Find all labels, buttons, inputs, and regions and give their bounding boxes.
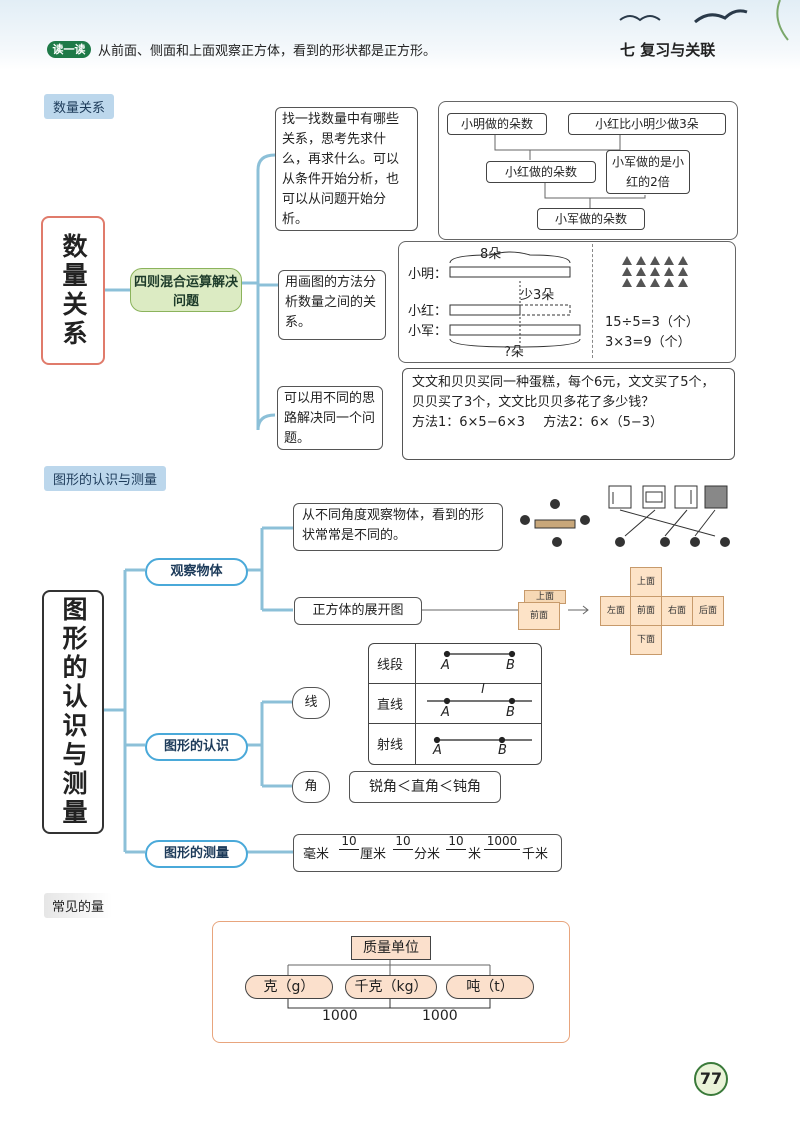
net-left: 左面	[600, 596, 632, 626]
rate-mm-cm: 10	[339, 834, 359, 850]
rate-dm-m: 10	[446, 834, 466, 850]
unit-m: 米	[468, 847, 482, 862]
line-table: 线段 直线 射线 A B l A B A B	[368, 643, 542, 765]
net-top: 上面	[630, 567, 662, 597]
unit-gram: 克（g）	[245, 975, 333, 999]
note-different-ways: 可以用不同的思路解决同一个问题。	[277, 386, 383, 450]
label-xiaohong: 小红：	[408, 304, 448, 319]
label-less-3: 少3朵	[520, 288, 555, 303]
net-front: 前面	[630, 596, 662, 626]
equation-2: 3×3=9（个）	[605, 335, 691, 350]
box-jun-count: 小军做的朵数	[537, 208, 645, 230]
rate-kg-t: 1000	[422, 1008, 458, 1024]
note-draw-diagram: 用画图的方法分析数量之间的关系。	[278, 270, 386, 340]
unit-ton: 吨（t）	[446, 975, 534, 999]
node-angle: 角	[292, 771, 330, 803]
label-xiaojun: 小军：	[408, 324, 448, 339]
flowchart-frame	[438, 101, 738, 240]
method-1: 方法1：6×5−6×3	[412, 415, 526, 430]
section-title-quantity: 数量关系	[41, 216, 105, 365]
angle-order: 锐角＜直角＜钝角	[349, 771, 501, 803]
unit-km: 千米	[522, 847, 549, 862]
section-tag-quantity: 数量关系	[44, 94, 115, 119]
read-badge: 读一读	[47, 41, 91, 58]
header-background	[0, 0, 800, 70]
section-tag-shapes: 图形的认识与测量	[44, 466, 167, 491]
cake-methods: 方法1：6×5−6×3 方法2：6×（5−3）	[412, 413, 725, 433]
row-segment-label: 线段	[377, 658, 404, 673]
note-find-relations: 找一找数量中有哪些关系，思考先求什么，再求什么。可以从条件开始分析，也可以从问题…	[275, 107, 418, 231]
mass-unit-frame	[212, 921, 570, 1043]
label-question-flowers: ?朵	[504, 345, 524, 360]
segment-point-b: B	[506, 658, 515, 673]
section-title-shapes: 图形的认识与测量	[42, 590, 104, 834]
box-hong-less: 小红比小明少做3朵	[568, 113, 726, 135]
node-mixed-operations: 四则混合运算解决问题	[130, 268, 242, 312]
node-observe: 观察物体	[145, 558, 248, 586]
unit-dm: 分米	[414, 847, 441, 862]
method-2: 方法2：6×（5−3）	[543, 415, 664, 430]
line-table-divider	[415, 644, 416, 764]
equation-1: 15÷5=3（个）	[605, 315, 699, 330]
line-table-rule	[369, 683, 541, 684]
node-line: 线	[292, 687, 330, 719]
observation-illustration	[520, 485, 730, 547]
line-point-a: A	[441, 705, 450, 720]
node-shape-recognition: 图形的认识	[145, 733, 248, 761]
cube-front-face: 前面	[518, 602, 560, 630]
chapter-title: 七 复习与关联	[620, 41, 716, 59]
unit-kilogram: 千克（kg）	[345, 975, 437, 999]
rate-g-kg: 1000	[322, 1008, 358, 1024]
box-ming-count: 小明做的朵数	[447, 113, 547, 135]
cube-figure: 上面 前面	[518, 590, 568, 630]
label-8-flowers: 8朵	[480, 247, 502, 262]
net-bottom: 下面	[630, 625, 662, 655]
segment-diagram	[449, 251, 581, 348]
read-tip: 从前面、侧面和上面观察正方体，看到的形状都是正方形。	[98, 44, 437, 59]
unit-mm: 毫米	[303, 847, 330, 862]
bird-decoration	[619, 0, 789, 41]
row-line-label: 直线	[377, 698, 404, 713]
net-back: 后面	[692, 596, 724, 626]
box-hong-count: 小红做的朵数	[486, 161, 596, 183]
page-number: 77	[694, 1062, 728, 1096]
segment-point-a: A	[441, 658, 450, 673]
note-observe-angles: 从不同角度观察物体，看到的形状常常是不同的。	[293, 503, 503, 551]
mass-unit-root: 质量单位	[351, 936, 431, 960]
box-jun-double: 小军做的是小红的2倍	[606, 150, 690, 194]
line-table-rule	[369, 723, 541, 724]
ray-point-a: A	[433, 743, 442, 758]
node-measurement: 图形的测量	[145, 840, 248, 868]
unit-cm: 厘米	[360, 847, 387, 862]
rate-cm-dm: 10	[393, 834, 413, 850]
cake-problem-box: 文文和贝贝买同一种蛋糕，每个6元，文文买了5个，贝贝买了3个，文文比贝贝多花了多…	[402, 368, 735, 460]
length-unit-chain: 毫米 10 厘米 10 分米 10 米 1000 千米	[293, 834, 562, 872]
diagram-frame	[398, 241, 736, 363]
cake-problem-text: 文文和贝贝买同一种蛋糕，每个6元，文文买了5个，贝贝买了3个，文文比贝贝多花了多…	[412, 375, 715, 410]
section-tag-quantities: 常见的量	[44, 893, 113, 918]
line-label-l: l	[481, 682, 485, 697]
line-figures	[427, 650, 532, 744]
note-cube-net: 正方体的展开图	[294, 597, 422, 625]
line-point-b: B	[506, 705, 515, 720]
triangle-array	[620, 255, 710, 288]
rate-m-km: 1000	[484, 834, 520, 850]
label-xiaoming: 小明：	[408, 267, 448, 282]
diagram-divider	[592, 244, 593, 358]
row-ray-label: 射线	[377, 738, 404, 753]
ray-point-b: B	[498, 743, 507, 758]
net-right: 右面	[661, 596, 693, 626]
